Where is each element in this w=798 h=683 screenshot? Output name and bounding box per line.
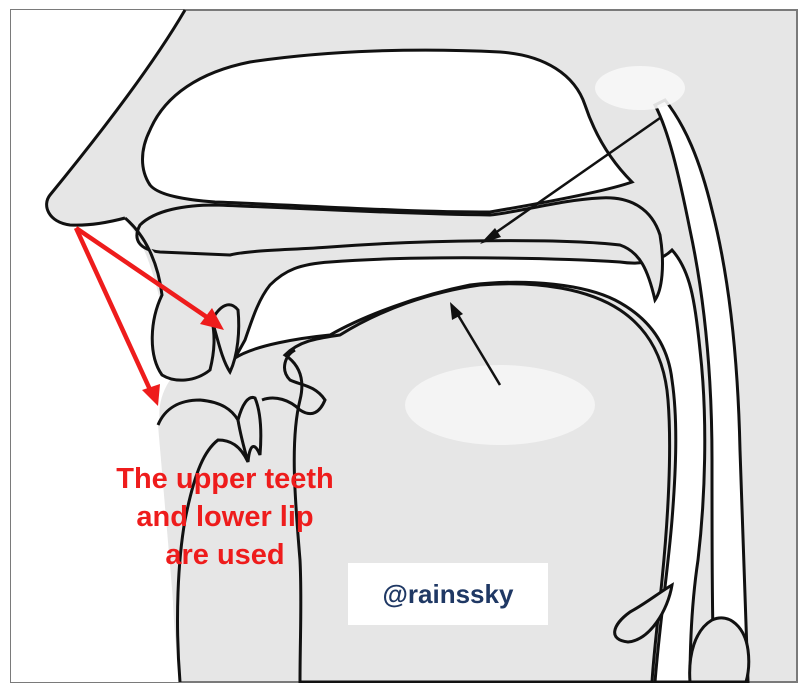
highlight-smudge bbox=[405, 365, 595, 445]
caption-line: and lower lip bbox=[70, 498, 380, 536]
caption-line: The upper teeth bbox=[70, 460, 380, 498]
watermark-label: @rainssky bbox=[348, 563, 548, 625]
highlight-smudge-top bbox=[595, 66, 685, 110]
caption: The upper teeth and lower lip are used bbox=[70, 460, 380, 574]
caption-line: are used bbox=[70, 536, 380, 574]
watermark-text: @rainssky bbox=[383, 579, 514, 610]
